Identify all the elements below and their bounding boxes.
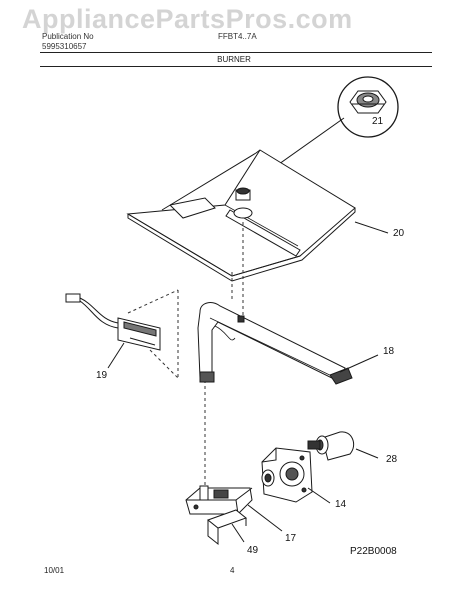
callout-18: 18	[383, 346, 395, 357]
model-number: FFBT4..7A	[218, 32, 257, 41]
part-49-bracket	[206, 509, 248, 546]
section-title: BURNER	[217, 55, 251, 64]
callout-19: 19	[96, 370, 108, 381]
callout-28: 28	[386, 454, 398, 465]
page-number: 4	[230, 566, 235, 575]
part-28-orifice	[307, 431, 355, 461]
publication-number: 5995310657	[42, 42, 87, 51]
leader-18	[339, 354, 379, 373]
header-rule	[40, 52, 432, 53]
footer-date: 10/01	[44, 566, 65, 575]
callout-17: 17	[285, 533, 297, 544]
callout-49: 49	[247, 545, 259, 556]
part-19-igniter	[65, 293, 161, 351]
part-21-nut-detail	[337, 76, 399, 138]
part-20-baffle	[126, 149, 356, 282]
leader-17	[247, 504, 283, 532]
watermark: AppliancePartsPros.com	[22, 4, 353, 34]
title-rule	[40, 66, 432, 67]
part-17-safety-valve	[185, 485, 253, 515]
leader-28	[355, 448, 379, 459]
leader-49	[231, 523, 245, 543]
part-18-burner-tube	[197, 302, 353, 385]
publication-label: Publication No	[42, 32, 94, 41]
alignment-lines	[127, 222, 244, 485]
leader-19	[107, 342, 125, 369]
part-14-valve	[261, 447, 313, 503]
leader-20	[354, 221, 389, 234]
callout-20: 20	[393, 228, 405, 239]
callout-21: 21	[372, 116, 384, 127]
leader-14	[307, 487, 331, 504]
drawing-id: P22B0008	[350, 546, 397, 557]
callout-14: 14	[335, 499, 347, 510]
